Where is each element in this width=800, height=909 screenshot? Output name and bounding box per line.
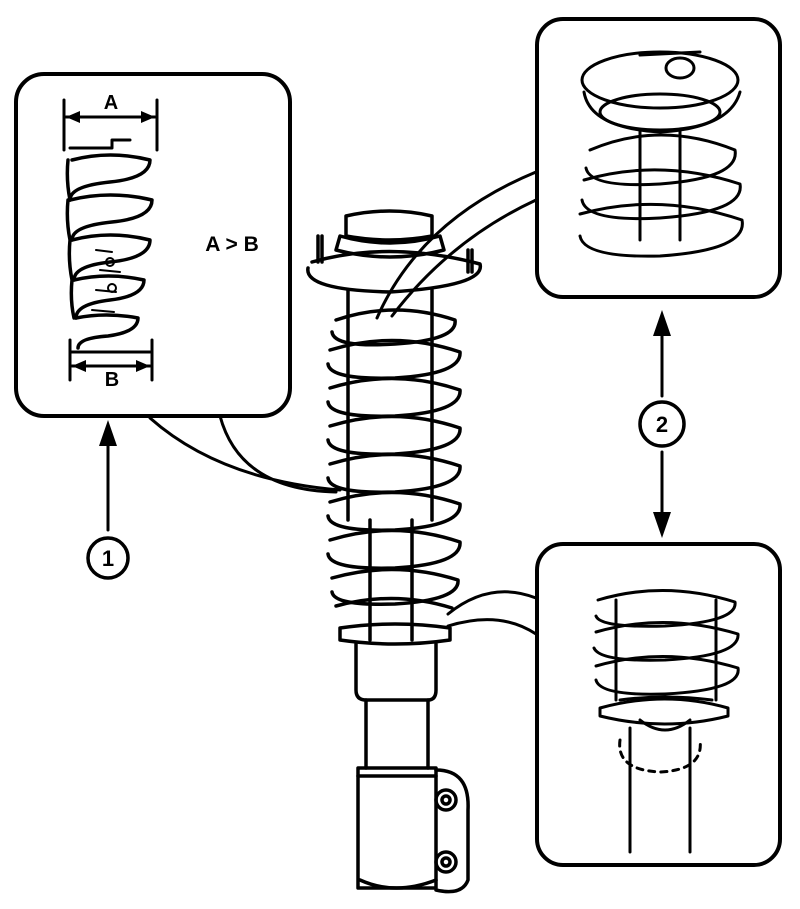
- inset-2-top-frame: [535, 17, 782, 299]
- inset-2-bottom-frame: [535, 542, 782, 867]
- strut-assembly: [306, 209, 482, 894]
- inset-1-leader: [148, 414, 342, 494]
- callout-2: 2: [638, 310, 686, 538]
- relation-label: A > B: [205, 233, 258, 256]
- inset-2-top-leader: [375, 170, 538, 320]
- dimension-b-label: B: [105, 369, 119, 391]
- callout-1-number: 1: [102, 546, 114, 571]
- dimension-b: B: [68, 338, 154, 391]
- inset-lower-seat: [535, 542, 782, 867]
- tapered-spring-coils: [65, 153, 154, 350]
- dimension-a: A: [62, 92, 159, 152]
- inset-spring-dimensions: A B A > B: [14, 72, 292, 418]
- inset-2-bottom-leader: [446, 590, 538, 636]
- inset-1-frame: [14, 72, 292, 418]
- callout-1: 1: [86, 420, 130, 580]
- callout-2-number: 2: [656, 412, 668, 437]
- inset-upper-mount: [535, 17, 782, 299]
- dimension-a-label: A: [104, 92, 118, 114]
